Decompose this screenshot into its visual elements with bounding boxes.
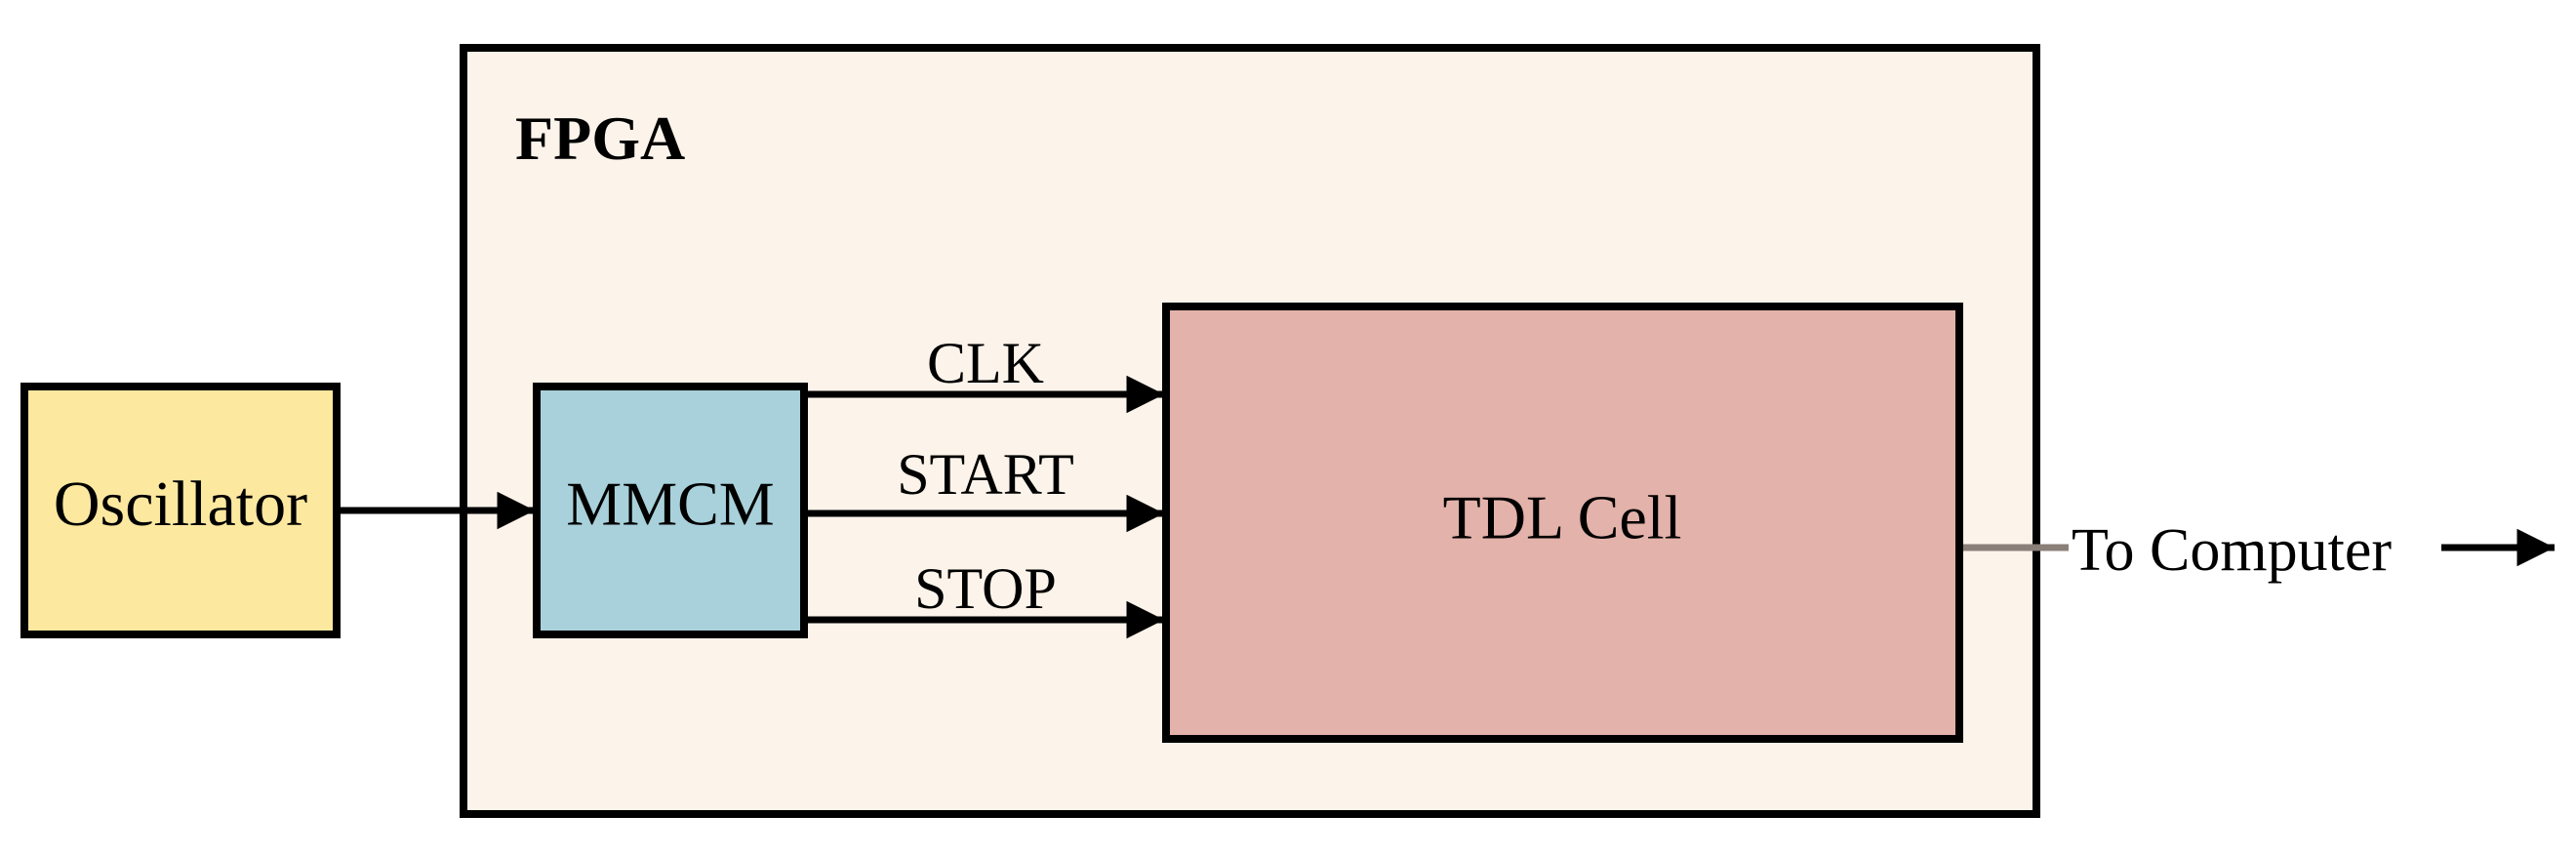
stop-label: STOP bbox=[914, 556, 1057, 621]
mmcm-block bbox=[533, 383, 808, 638]
tdl-cell-block bbox=[1162, 303, 1963, 743]
tdl-cell-label: TDL Cell bbox=[1443, 483, 1682, 552]
fpga-label: FPGA bbox=[515, 103, 685, 173]
clk-label: CLK bbox=[927, 331, 1044, 395]
to-computer-label: To Computer bbox=[2072, 517, 2392, 584]
oscillator-label: Oscillator bbox=[54, 469, 307, 540]
oscillator-block bbox=[20, 383, 341, 638]
mmcm-label: MMCM bbox=[566, 469, 774, 539]
start-label: START bbox=[897, 442, 1074, 507]
